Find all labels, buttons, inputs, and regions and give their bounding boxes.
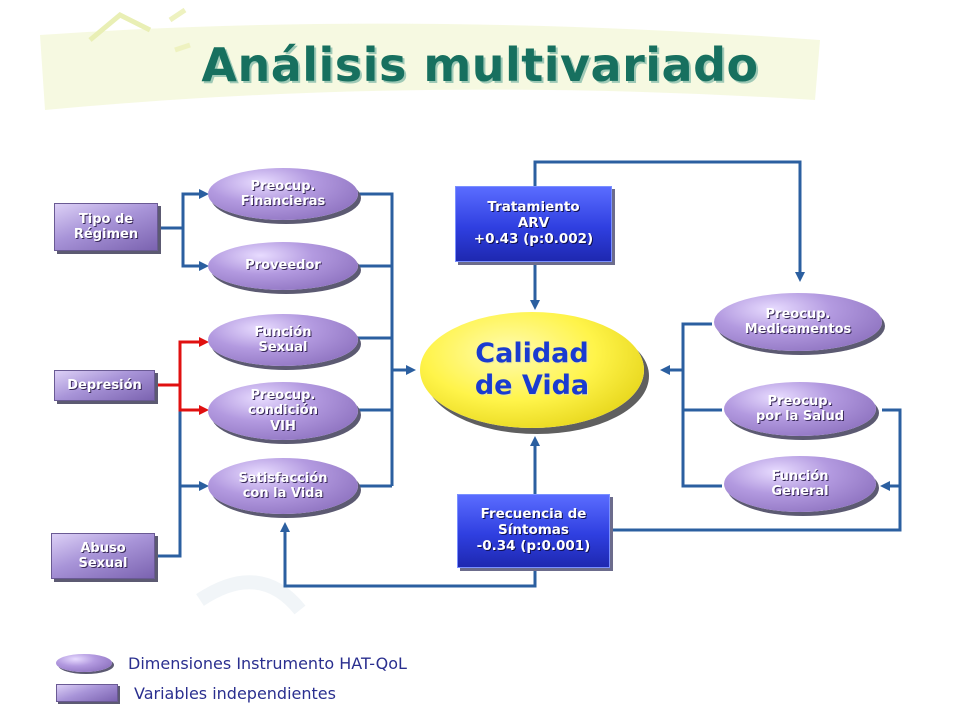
node-funcion-sexual: Función Sexual [208,314,358,366]
connector-abuso-satisfaccion [155,481,209,558]
connector-bus-left [358,192,394,488]
node-preocup-financieras: Preocup. Financieras [208,168,358,220]
page-title: Análisis multivariado [201,38,759,92]
connector-loop-medicamentos [533,160,805,282]
node-preocup-condicion-vih: Preocup. condición VIH [208,382,358,440]
connector-sintomas-satisfaccion [280,522,537,588]
connector-regimen-proveedor [181,228,209,271]
connector-sintomas-right [610,408,902,532]
node-abuso-sexual: Abuso Sexual [51,533,155,579]
node-preocup-salud: Preocup. por la Salud [724,382,876,436]
node-tipo-regimen: Tipo de Régimen [54,203,158,251]
connector-depresion-red [155,337,209,387]
node-satisfaccion-vida: Satisfacción con la Vida [208,458,358,514]
legend-dimensiones-label: Dimensiones Instrumento HAT-QoL [128,654,407,673]
node-calidad-vida: Calidad de Vida [420,312,644,428]
legend-variables-label: Variables independientes [134,684,336,703]
connector-right-bus [681,322,722,488]
node-preocup-medicamentos: Preocup. Medicamentos [714,293,882,351]
node-depresion: Depresión [54,370,155,401]
node-frecuencia-sintomas: Frecuencia de Síntomas -0.34 (p:0.001) [457,494,610,568]
node-proveedor: Proveedor [208,242,358,290]
legend-rect-swatch [56,684,118,702]
legend-oval-swatch [56,654,112,672]
node-tratamiento-arv: Tratamiento ARV +0.43 (p:0.002) [455,186,612,262]
connector-regimen-financieras [158,189,209,230]
connector-depresion-red-2 [178,385,209,415]
node-funcion-general: Función General [724,456,876,512]
